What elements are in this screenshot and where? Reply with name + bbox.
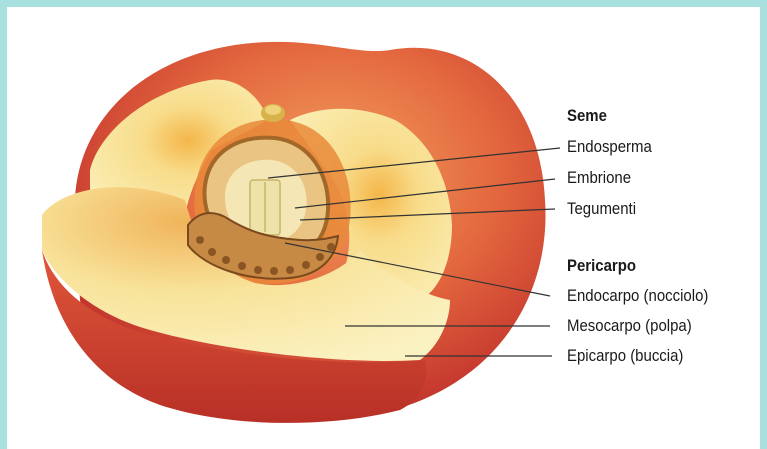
mesocarp-label: Mesocarpo (polpa)	[567, 316, 692, 336]
seed-coat-label: Tegumenti	[567, 199, 636, 219]
endosperm-label: Endosperma	[567, 137, 652, 157]
embryo-label: Embrione	[567, 168, 631, 188]
endocarp-label: Endocarpo (nocciolo)	[567, 286, 708, 306]
seed-heading: Seme	[567, 106, 607, 126]
epicarp-label: Epicarpo (buccia)	[567, 346, 683, 366]
pericarp-heading: Pericarpo	[567, 256, 636, 276]
